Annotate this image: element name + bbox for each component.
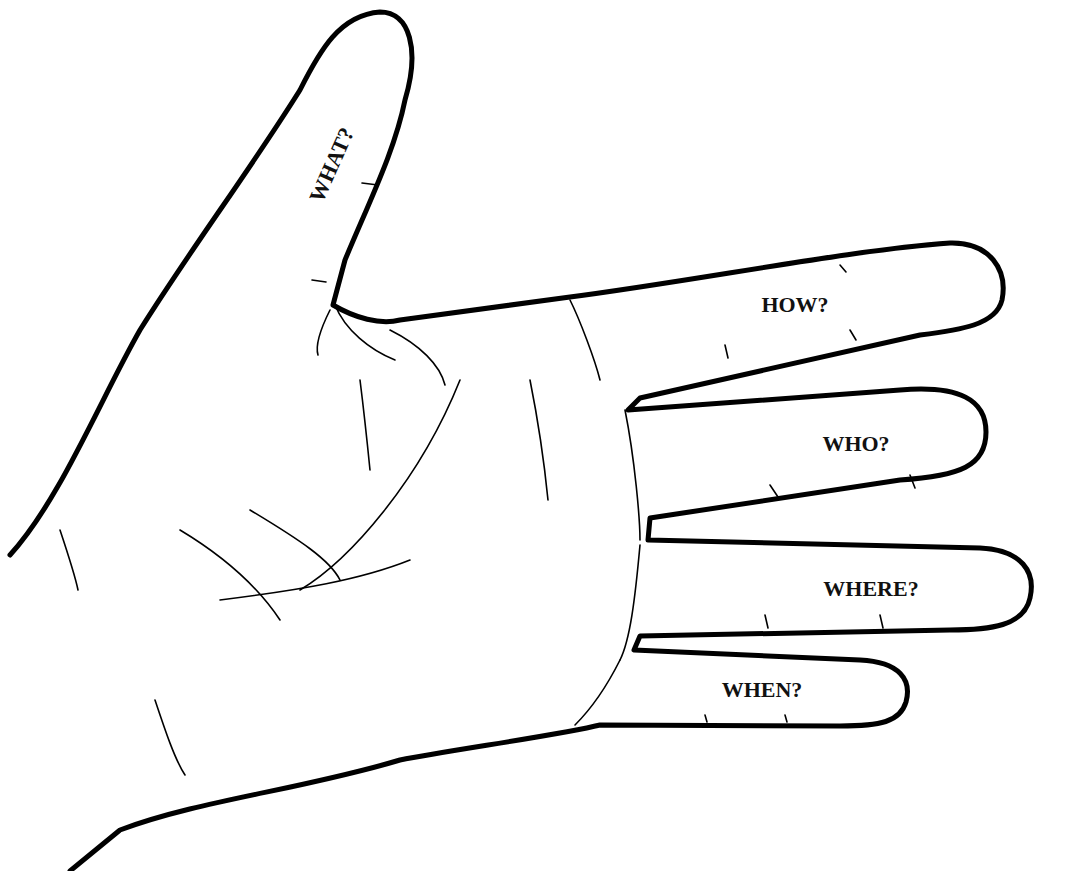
hand-creases (60, 183, 915, 775)
finger-label: HOW? (761, 294, 828, 316)
finger-label: WHEN? (722, 679, 803, 701)
finger-label: WHO? (822, 433, 889, 455)
hand-outline (10, 12, 1031, 871)
finger-label: WHERE? (823, 578, 918, 600)
finger-label: WHAT? (306, 124, 358, 205)
